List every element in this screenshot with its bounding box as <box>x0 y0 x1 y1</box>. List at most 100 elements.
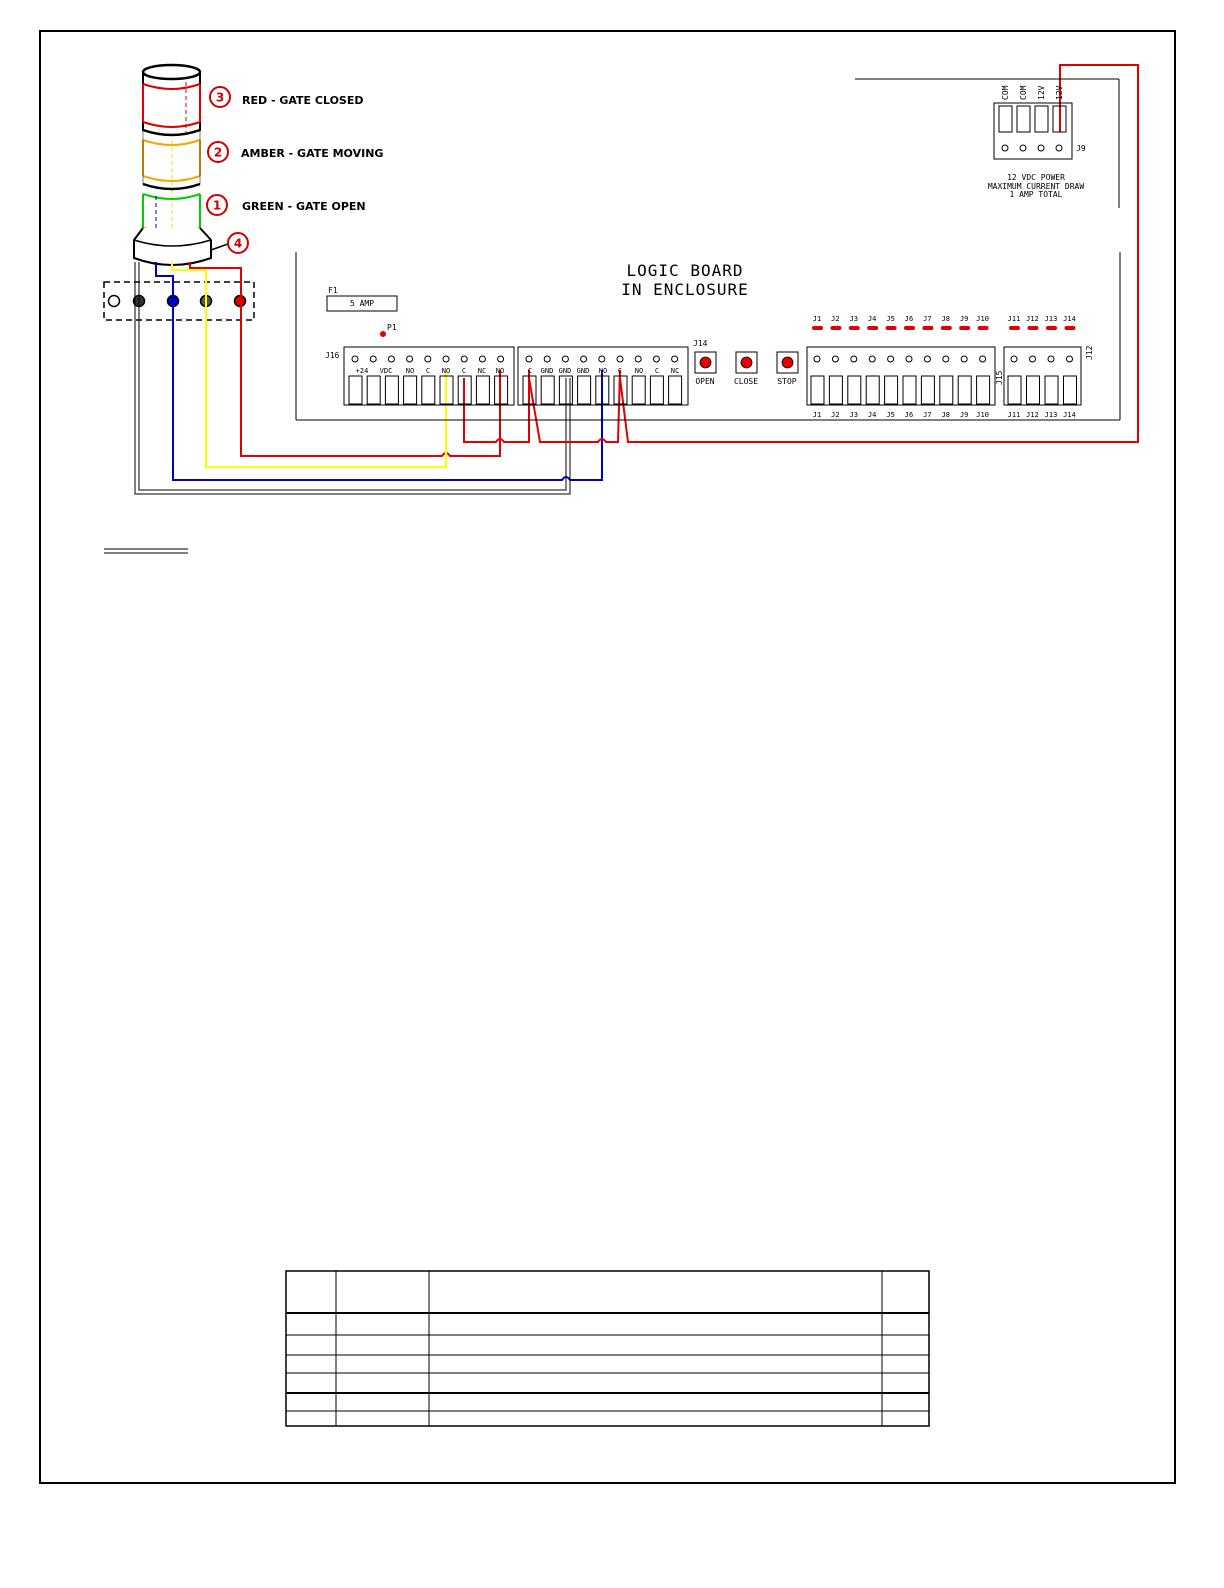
stop-button[interactable]: STOP <box>776 351 799 386</box>
relay-terminal-hole <box>598 355 606 363</box>
j15-channel-label-bottom: J4 <box>868 411 876 419</box>
j9-pin-com-1: COM <box>1001 85 1010 100</box>
channel-led-indicator <box>977 326 989 330</box>
revision-table <box>285 1270 930 1427</box>
relay-terminal-slot <box>577 375 592 405</box>
j12-label: J12 <box>1085 345 1094 360</box>
power-frame <box>855 78 1120 208</box>
j16-terminal-hole <box>424 355 432 363</box>
j15-channel-label-top: J2 <box>831 315 839 323</box>
fuse-rating-label: 5 AMP <box>350 299 374 308</box>
channel-led-indicator <box>904 326 915 330</box>
j16-terminal-hole <box>351 355 359 363</box>
relay-terminal-hole <box>561 355 569 363</box>
legend-number-4: 4 <box>234 237 242 251</box>
j12-channel-label-top: J11 <box>1008 315 1021 323</box>
fuse-f1: F1 5 AMP <box>326 286 398 312</box>
j15-terminal-hole <box>868 355 876 363</box>
j9-pin-com-2: COM <box>1019 85 1028 100</box>
j16-terminal-slot <box>384 375 399 405</box>
legend-item-amber: 2 AMBER - GATE MOVING <box>207 141 383 163</box>
wiring <box>134 64 1139 495</box>
j12-channel-label-bottom: J12 <box>1026 411 1039 419</box>
relay-pin-label: GND <box>577 367 590 375</box>
j15-terminal-hole <box>831 355 839 363</box>
legend-number-3: 3 <box>216 91 224 105</box>
open-button-label: OPEN <box>695 377 714 386</box>
j15-terminal-hole <box>850 355 858 363</box>
j15-channel-label-top: J7 <box>923 315 931 323</box>
close-button-label: CLOSE <box>734 377 758 386</box>
j12-terminal-hole <box>1029 355 1036 363</box>
j12-terminal-slot <box>1044 375 1059 405</box>
j15-terminal-slot <box>810 375 825 405</box>
legend-item-base: 4 <box>227 232 249 254</box>
relay-pin-label: NC <box>671 367 679 375</box>
channel-led-indicator <box>848 326 860 330</box>
j12-terminal-hole <box>1066 355 1073 363</box>
relay-terminal-hole <box>543 355 551 363</box>
j15-channel-label-top: J5 <box>886 315 894 323</box>
j15-channel-label-bottom: J10 <box>976 411 989 419</box>
j15-channel-label-bottom: J7 <box>923 411 931 419</box>
relay-pin-label: C <box>655 367 659 375</box>
j12-channel-label-bottom: J13 <box>1045 411 1058 419</box>
j12-terminal-slot <box>1063 375 1077 405</box>
channel-led-indicator <box>885 326 897 330</box>
j16-terminal-slot <box>421 375 436 405</box>
j9-power-connector: COM COM 12V 12V J9 12 VDC POWER MAXIMUM … <box>988 85 1086 199</box>
j14-label: J14 <box>693 339 708 348</box>
j15-terminal-slot <box>902 375 917 405</box>
j15-terminal-slot <box>828 375 843 405</box>
tower-cap <box>141 63 202 81</box>
relay-terminal-slot <box>613 375 628 405</box>
board-title-line1: LOGIC BOARD <box>627 261 744 280</box>
j12-terminal-slot <box>1026 375 1040 405</box>
relay-pin-label: NO <box>635 367 643 375</box>
j12-channel-label-bottom: J14 <box>1063 411 1076 419</box>
j15-channel-label-bottom: J1 <box>813 411 821 419</box>
j9-pin-12v-2: 12V <box>1055 85 1064 100</box>
j16-terminal-slot <box>475 375 490 405</box>
j16-pin-label: NO <box>406 367 414 375</box>
relay-terminal-slot <box>631 375 646 405</box>
j16-pin-label: C <box>426 367 430 375</box>
close-button[interactable]: CLOSE <box>734 351 758 386</box>
j16-terminal-slot <box>366 375 381 405</box>
channel-led-indicator <box>1064 326 1076 330</box>
j15-channel-label-bottom: J2 <box>831 411 839 419</box>
j16-terminal-slot <box>494 375 509 405</box>
j15-channel-label-top: J3 <box>850 315 858 323</box>
p1-indicator-led <box>380 331 386 337</box>
open-button[interactable]: OPEN <box>694 351 717 386</box>
channel-led-indicator <box>922 326 934 330</box>
legend-label-red: RED - GATE CLOSED <box>242 94 363 107</box>
channel-led-indicator <box>1046 326 1057 330</box>
power-note-line1: 12 VDC POWER <box>1007 173 1065 182</box>
j15-terminal-slot <box>865 375 880 405</box>
j16-terminal-hole <box>406 355 414 363</box>
j16-pin-label: +24 <box>356 367 369 375</box>
logic-board-outline <box>295 252 1121 421</box>
legend-label-amber: AMBER - GATE MOVING <box>241 147 383 160</box>
j16-pin-label: NO <box>442 367 450 375</box>
j12-channel-label-top: J14 <box>1063 315 1076 323</box>
channel-led-indicator <box>867 326 879 330</box>
relay-terminal-hole <box>671 355 679 363</box>
j15-terminal-hole <box>923 355 931 363</box>
relay-terminal-hole <box>525 355 533 363</box>
j16-terminal-hole <box>387 355 395 363</box>
j15-channel-label-bottom: J3 <box>850 411 858 419</box>
j15-channel-label-top: J1 <box>813 315 821 323</box>
j15-label: J15 <box>995 370 1004 385</box>
relay-pin-label: C <box>618 367 622 375</box>
stop-button-label: STOP <box>777 377 796 386</box>
j15-connector: J15 J1J1J2J2J3J3J4J4J5J5J6J6J7J7J8J8J9J9… <box>806 315 1004 419</box>
tower-terminal-block <box>103 281 255 321</box>
relay-terminal-slot <box>558 375 573 405</box>
